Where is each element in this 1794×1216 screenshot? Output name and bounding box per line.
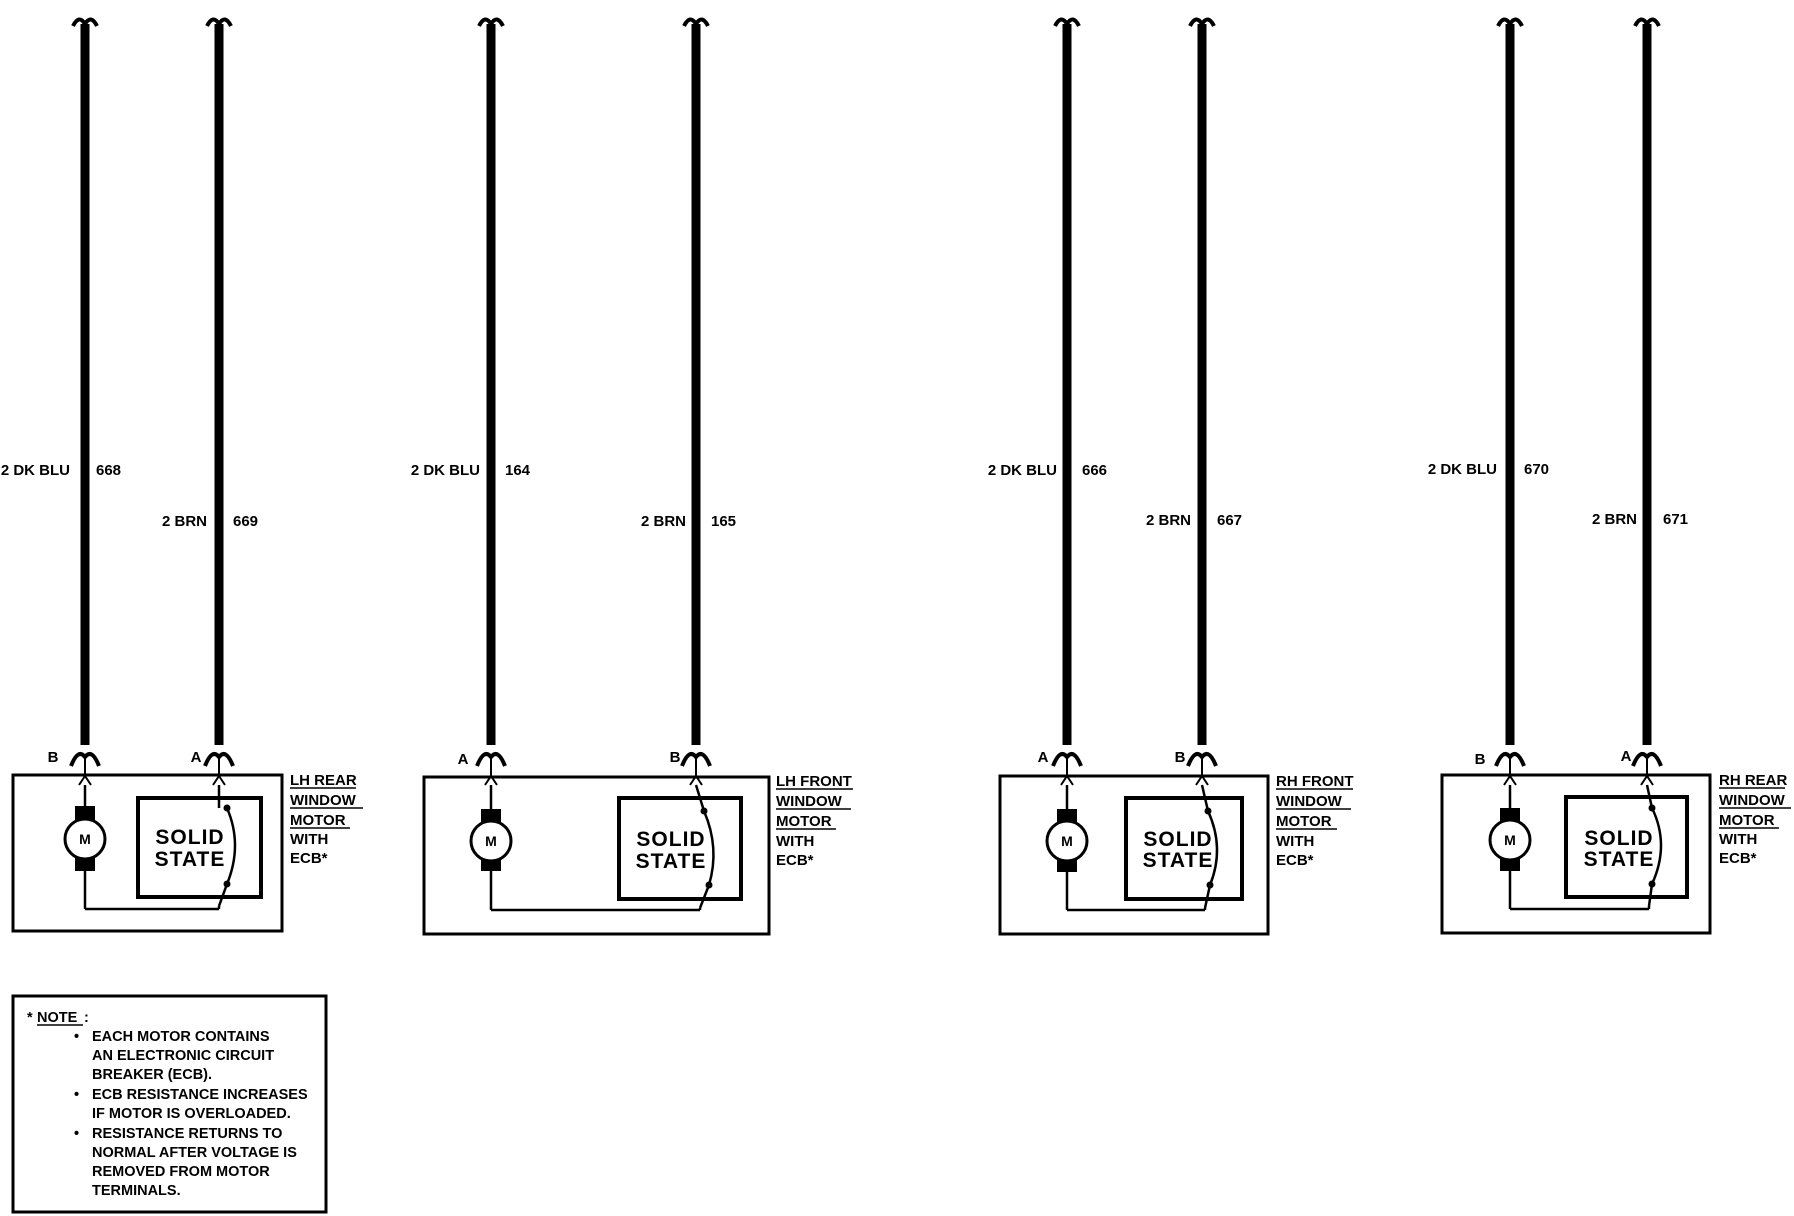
wire-label: 2 DK BLU [1,462,70,479]
component-suffix: ECB* [290,850,328,867]
component-lh-front: 2 DK BLU 164 2 BRN 165 A B SOLID STATE M… [411,17,853,936]
component-title: MOTOR [776,813,832,830]
solid-state-label: STATE [155,848,226,871]
wire-label: 2 DK BLU [988,462,1057,479]
component-suffix: ECB* [1276,852,1314,869]
wire-label: 2 BRN [162,513,207,530]
bullet-marker: • [74,1126,79,1142]
component-housing [11,773,284,933]
component-housing [998,774,1270,936]
component-title: WINDOW [1719,792,1786,809]
solid-state-box [1564,795,1689,899]
wire-label: 2 DK BLU [411,462,480,479]
terminal-label: A [191,749,202,766]
note-prefix: * [27,1010,33,1026]
solid-state-label: SOLID [1143,828,1212,851]
note-line: EACH MOTOR CONTAINS [92,1029,270,1045]
solid-state-label: SOLID [1584,827,1653,850]
motor-label: M [485,833,497,849]
terminal-label: A [1038,749,1049,766]
component-title: WINDOW [290,792,357,809]
circuit-number: 668 [96,462,121,479]
component-rh-front: 2 DK BLU 666 2 BRN 667 A B SOLID STATE M… [988,17,1354,936]
component-title: LH REAR [290,772,357,789]
ecb-contact [1650,807,1663,885]
note-colon: : [84,1010,89,1026]
terminal-label: A [458,751,469,768]
terminal-label: B [48,749,59,766]
wire-label: 2 BRN [641,513,686,530]
terminal-label: B [1175,749,1186,766]
circuit-number: 667 [1217,512,1242,529]
component-title: RH FRONT [1276,773,1354,790]
component-title: LH FRONT [776,773,852,790]
component-title: MOTOR [290,812,346,829]
motor-label: M [79,831,91,847]
bullet-marker: • [74,1087,79,1103]
ecb-contact [702,810,715,886]
motor-icon [469,819,513,863]
wire-label: 2 BRN [1146,512,1191,529]
terminal-label: B [670,749,681,766]
component-suffix: WITH [1276,833,1314,850]
motor-icon [1488,818,1532,862]
wire-label: 2 DK BLU [1428,461,1497,478]
solid-state-label: STATE [1584,848,1655,871]
terminal-label: A [1621,748,1632,765]
component-lh-rear: 2 DK BLU 668 2 BRN 669 B A SOLID STATE M… [1,17,363,933]
bullet-marker: • [74,1029,79,1045]
wire-label: 2 BRN [1592,511,1637,528]
motor-icon [63,817,107,861]
solid-state-label: STATE [1143,849,1214,872]
component-title: WINDOW [776,793,843,810]
component-suffix: ECB* [776,852,814,869]
component-title: MOTOR [1719,812,1775,829]
solid-state-box [617,796,743,901]
ecb-contact [1206,810,1219,886]
component-housing [1440,773,1712,935]
component-suffix: WITH [776,833,814,850]
component-suffix: WITH [290,831,328,848]
note-line: NORMAL AFTER VOLTAGE IS [92,1145,297,1161]
circuit-number: 165 [711,513,736,530]
component-suffix: WITH [1719,831,1757,848]
ecb-contact [225,807,237,885]
note-border [11,994,328,1214]
terminal-label: B [1475,751,1486,768]
note-line: IF MOTOR IS OVERLOADED. [92,1106,291,1122]
component-rh-rear: 2 DK BLU 670 2 BRN 671 B A SOLID STATE M… [1428,17,1791,935]
circuit-number: 164 [505,462,531,479]
motor-label: M [1061,833,1073,849]
note-line: BREAKER (ECB). [92,1067,212,1083]
component-title: RH REAR [1719,772,1788,789]
circuit-number: 671 [1663,511,1688,528]
circuit-number: 669 [233,513,258,530]
circuit-number: 670 [1524,461,1549,478]
solid-state-label: SOLID [636,828,705,851]
motor-label: M [1504,832,1516,848]
solid-state-label: STATE [636,850,707,873]
motor-icon [1045,819,1089,863]
note-line: RESISTANCE RETURNS TO [92,1126,282,1142]
note-line: TERMINALS. [92,1183,181,1199]
note-line: AN ELECTRONIC CIRCUIT [92,1048,274,1064]
component-suffix: ECB* [1719,850,1757,867]
note-line: ECB RESISTANCE INCREASES [92,1087,308,1103]
solid-state-box [1124,796,1244,901]
circuit-number: 666 [1082,462,1107,479]
solid-state-label: SOLID [155,826,224,849]
component-title: WINDOW [1276,793,1343,810]
note-box: * NOTE : • EACH MOTOR CONTAINS AN ELECTR… [11,994,328,1214]
note-heading: NOTE [37,1010,78,1026]
note-line: REMOVED FROM MOTOR [92,1164,270,1180]
solid-state-box [136,796,263,899]
component-housing [422,775,771,936]
component-title: MOTOR [1276,813,1332,830]
